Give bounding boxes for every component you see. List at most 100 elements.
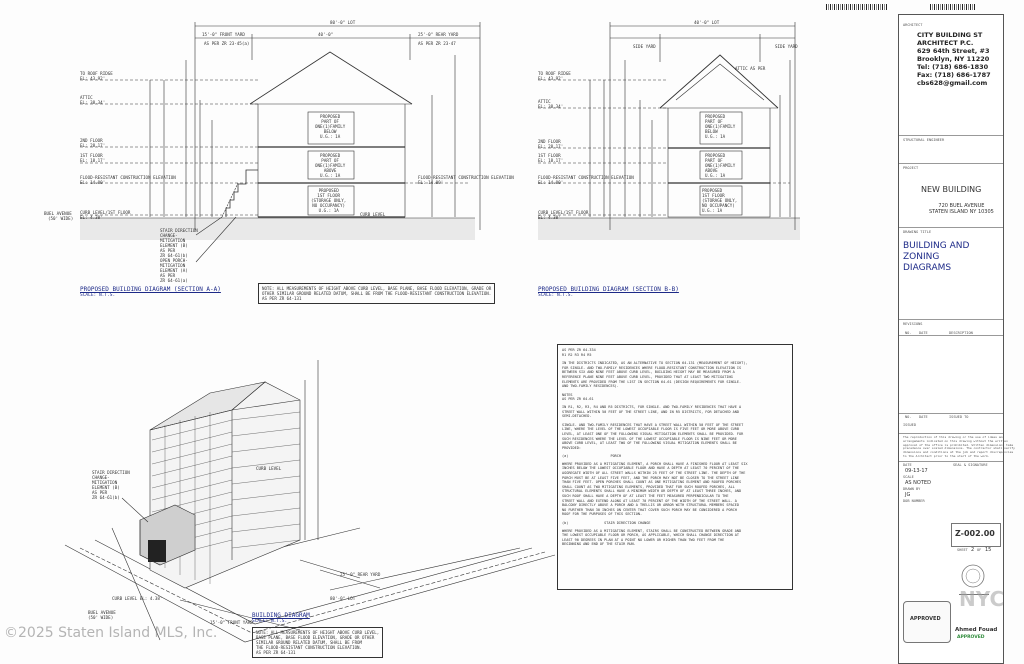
- sec-a-floor2: 2ND FLOOR: [80, 138, 103, 143]
- tb-sheet-total: 15: [985, 547, 992, 553]
- axon-curb-el: CURB LEVEL EL: 4.38': [112, 596, 163, 601]
- sec-a-floor2-el: EL: 28.17': [80, 143, 106, 148]
- axon-lot-depth: 80'-0" LOT: [330, 596, 356, 601]
- architect-seal: [961, 564, 985, 588]
- sec-a-room-bot: PROPOSED 1ST FLOOR (STORAGE ONLY, NO OCC…: [311, 188, 347, 213]
- tb-architect-label: ARCHITECT: [903, 23, 923, 27]
- sec-b-curb-el: EL: 4.38': [538, 215, 561, 220]
- sec-a-rear-yard: 25'-0" REAR YARD: [418, 32, 459, 37]
- notes-p3: SINGLE- AND TWO-FAMILY RESIDENCES THAT H…: [562, 422, 744, 450]
- sec-a-as-per-front: AS PER ZR 23-45(a): [204, 41, 250, 46]
- sec-b-room-bot: PROPOSED 1ST FLOOR (STORAGE ONLY, NO OCC…: [702, 188, 738, 213]
- sec-a-roof-ridge-el: EL: 43.92': [80, 76, 106, 81]
- sec-a-lot-dim: 80'-0" LOT: [330, 20, 356, 25]
- mls-watermark: ©2025 Staten Island MLS, Inc.: [4, 625, 218, 641]
- sec-a-curb: CURB LEVEL/1ST FLOOR: [80, 210, 131, 215]
- tb-drawing-number-box: [951, 523, 1001, 547]
- notes-p2: IN R1, R2, R3, R4 AND R5 DISTRICTS, FOR …: [562, 404, 742, 419]
- tb-scale: AS NOTED: [905, 480, 931, 486]
- sec-a-building-width: 40'-0": [318, 32, 334, 37]
- notes-p5: WHERE PROVIDED AS A MITIGATING ELEMENT, …: [562, 528, 742, 547]
- sec-a-floor1: 1ST FLOOR: [80, 153, 103, 158]
- section-a-drawing: [80, 22, 481, 263]
- sec-a-floor1-el: EL: 18.17': [80, 158, 106, 163]
- tb-date: 09-13-17: [905, 468, 928, 474]
- tb-project-label: PROJECT: [903, 166, 919, 170]
- tb-divider: [899, 135, 1003, 136]
- axon-title: BUILDING DIAGRAM: [252, 612, 310, 619]
- sec-a-curb-el: EL: 4.38': [80, 215, 103, 220]
- tb-drawing-number: Z-002.00: [955, 529, 995, 538]
- tb-scale-label: SCALE: [903, 475, 914, 479]
- tb-divider: [899, 433, 1003, 434]
- axon-note: NOTE: ALL MEASUREMENTS OF HEIGHT ABOVE C…: [252, 627, 384, 658]
- tb-architect: CITY BUILDING ST ARCHITECT P.C. 629 64th…: [917, 31, 991, 87]
- tb-issued-label: ISSUED: [903, 423, 916, 427]
- sec-b-floor2-el: EL: 28.17': [538, 144, 564, 149]
- sec-a-scale: SCALE: N.T.S.: [80, 293, 116, 298]
- tb-address: 720 BUEL AVENUE STATEN ISLAND NY 10305: [929, 203, 994, 215]
- sec-b-flood: FLOOD-RESISTANT CONSTRUCTION ELEVATION: [538, 175, 634, 180]
- sec-a-room-top: PROPOSED PART OF ONE(1)FAMILY BELOW U.G.…: [315, 114, 346, 139]
- sec-b-attic: ATTIC: [538, 99, 551, 104]
- sec-b-flood-el: EL: 14.00': [538, 180, 564, 185]
- sec-b-side-yard-right: SIDE YARD: [775, 44, 798, 49]
- tb-issued-col-to: ISSUED TO: [949, 415, 969, 419]
- sec-b-title: PROPOSED BUILDING DIAGRAM (SECTION B-B): [538, 286, 679, 293]
- sec-b-attic-el: EL: 38.34': [538, 104, 564, 109]
- tb-project: NEW BUILDING: [921, 185, 982, 194]
- notes-panel: AS PER ZR 64-334 R1 R2 R3 R4 R5 IN THE D…: [557, 344, 793, 590]
- approved-label: APPROVED: [910, 616, 941, 622]
- tb-issued-col-no: NO.: [905, 415, 912, 419]
- tb-drawing-label: DRAWING TITLE: [903, 230, 932, 234]
- sec-a-curb-line: CURB LEVEL: [360, 212, 386, 217]
- sec-a-front-yard: 15'-0" FRONT YARD: [202, 32, 245, 37]
- tb-divider: [899, 227, 1003, 228]
- seal-signature: [959, 591, 989, 595]
- sec-a-roof-ridge: TO ROOF RIDGE: [80, 71, 113, 76]
- barcode-right: [930, 4, 976, 10]
- sec-a-flood-el: EL: 14.00': [80, 180, 106, 185]
- tb-sheet: SHEET: [957, 548, 968, 552]
- tb-rev-col-date: DATE: [919, 331, 928, 335]
- approver-status: APPROVED: [957, 635, 985, 640]
- sec-b-attic-note: ATTIC AS PER: [735, 66, 766, 71]
- tb-date-label: DATE: [903, 463, 912, 467]
- sec-a-flood-right: FLOOD-RESISTANT CONSTRUCTION ELEVATION: [418, 175, 514, 180]
- tb-seal-label: SEAL & SIGNATURE: [953, 463, 988, 467]
- sec-a-flood-el-right: EL: 14.00': [418, 180, 444, 185]
- notes-b-label: (b) STAIR DIRECTION CHANGE: [562, 521, 651, 525]
- sec-a-note: NOTE: ALL MEASUREMENTS OF HEIGHT ABOVE C…: [258, 283, 496, 304]
- axon-rear-yard: 25'-0" REAR YARD: [340, 572, 381, 577]
- sec-b-floor1: 1ST FLOOR: [538, 153, 561, 158]
- axon-curb-label: CURB LEVEL: [256, 466, 282, 471]
- sec-a-flood: FLOOD-RESISTANT CONSTRUCTION ELEVATION: [80, 175, 176, 180]
- sec-b-scale: SCALE: N.T.S.: [538, 293, 574, 298]
- sec-b-floor1-el: EL: 18.17': [538, 158, 564, 163]
- tb-dob-label: DOB NUMBER: [903, 499, 925, 503]
- sec-a-avenue-width: (50' WIDE): [48, 216, 74, 221]
- axon-drawing: [64, 360, 556, 643]
- tb-revisions-label: REVISIONS: [903, 322, 923, 326]
- sec-b-room-top: PROPOSED PART OF ONE(1)FAMILY BELOW U.G.…: [705, 114, 736, 139]
- nyc-logo: NYC: [959, 587, 1005, 611]
- tb-sheet-of: OF: [977, 548, 982, 552]
- sec-a-porch-note: OPEN PORCH- MITIGATION ELEMENT (A) AS PE…: [160, 258, 188, 283]
- tb-issued-col-date: DATE: [919, 415, 928, 419]
- axon-scale: SCALE: N.T.S.: [252, 619, 288, 624]
- tb-divider: [899, 163, 1003, 164]
- sec-a-as-per-rear: AS PER ZR 23-47: [418, 41, 456, 46]
- tb-drawn-label: DRAWN BY: [903, 487, 921, 491]
- notes-label: NOTES AS PER ZR 64-61: [562, 392, 594, 402]
- tb-drawn: JG: [905, 492, 911, 498]
- notes-p4: WHERE PROVIDED AS A MITIGATING ELEMENT, …: [562, 461, 748, 517]
- title-block: ARCHITECT CITY BUILDING ST ARCHITECT P.C…: [898, 14, 1015, 664]
- sec-b-lot-dim: 40'-0" LOT: [694, 20, 720, 25]
- sec-b-curb: CURB LEVEL/1ST FLOOR: [538, 210, 589, 215]
- sec-a-stair-note: STAIR DIRECTION CHANGE- MITIGATION ELEME…: [160, 228, 198, 258]
- sec-a-attic-el: EL: 38.34': [80, 100, 106, 105]
- tb-rev-col-desc: DESCRIPTION: [949, 331, 973, 335]
- tb-drawing-title: BUILDING AND ZONING DIAGRAMS: [903, 241, 970, 273]
- sec-b-floor2: 2ND FLOOR: [538, 139, 561, 144]
